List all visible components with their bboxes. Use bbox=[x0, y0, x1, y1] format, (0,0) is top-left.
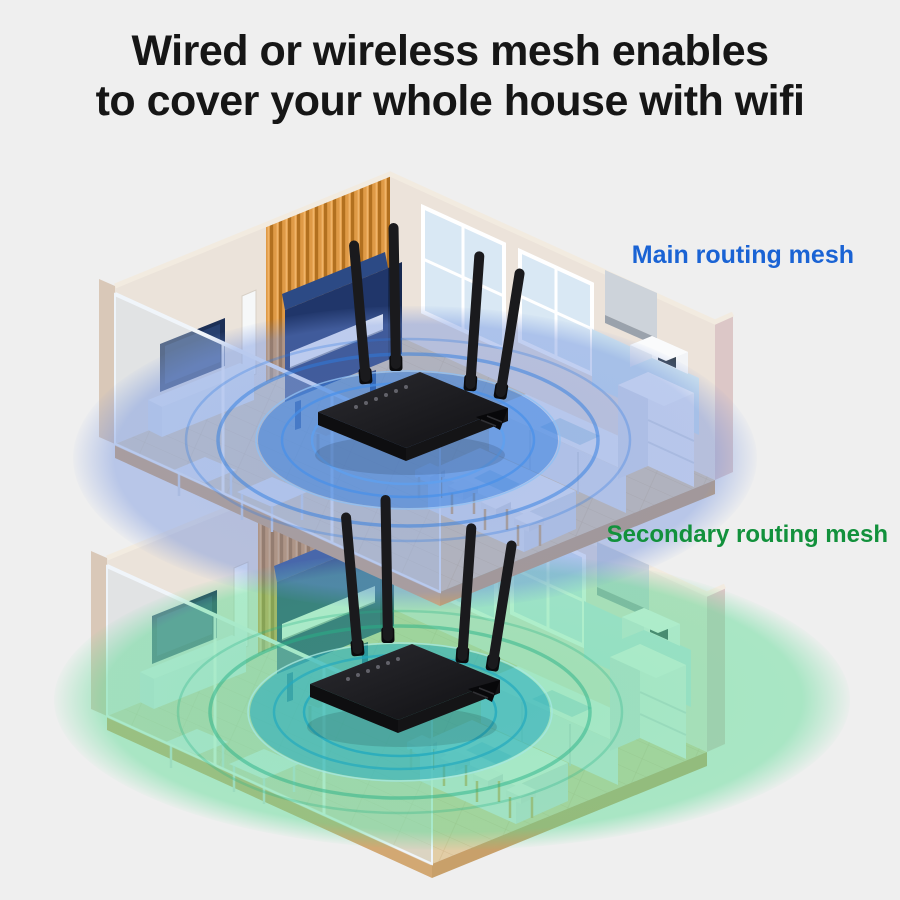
main-mesh-label: Main routing mesh bbox=[631, 241, 854, 269]
secondary-mesh-label: Secondary routing mesh bbox=[606, 521, 888, 548]
title-line-2: to cover your whole house with wifi bbox=[95, 77, 805, 126]
page-title: Wired or wireless mesh enables to cover … bbox=[0, 26, 900, 127]
title-line-1: Wired or wireless mesh enables bbox=[131, 27, 769, 75]
